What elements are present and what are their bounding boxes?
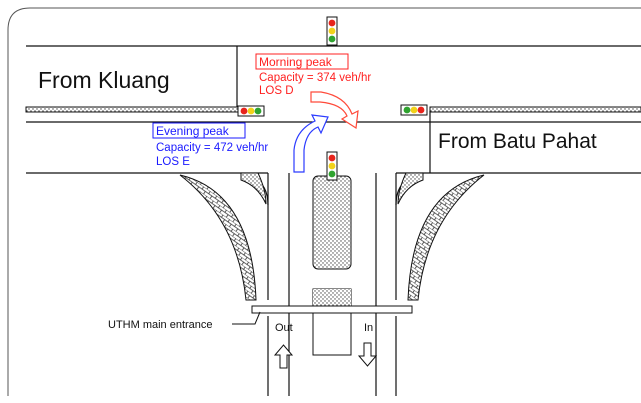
from-kluang-label: From Kluang <box>38 67 170 93</box>
out-arrow-up-icon <box>273 344 294 369</box>
entrance-gate <box>251 305 413 314</box>
center-island-lower-dots <box>313 289 351 309</box>
in-label: In <box>364 322 373 334</box>
traffic-light-top <box>326 16 338 46</box>
brick-shoulder-right <box>407 174 485 301</box>
in-arrow-down-icon <box>357 342 378 367</box>
kerb-island-left <box>240 172 267 205</box>
morning-peak-capacity: Capacity = 374 veh/hr <box>259 72 371 84</box>
traffic-light-left <box>237 105 265 117</box>
center-island-upper <box>312 175 352 270</box>
morning-peak-los: LOS D <box>259 85 294 97</box>
traffic-light-bottom <box>326 151 338 181</box>
morning-peak-arrow <box>310 91 359 130</box>
from-batu-pahat-label: From Batu Pahat <box>438 130 597 153</box>
morning-peak-title: Morning peak <box>259 55 333 69</box>
evening-peak-arrow <box>293 114 329 173</box>
traffic-light-right <box>400 104 428 116</box>
median-right <box>429 106 641 113</box>
brick-shoulder-left <box>179 174 257 301</box>
entrance-leader <box>232 311 261 325</box>
median-left <box>25 106 239 113</box>
evening-peak-los: LOS E <box>156 156 190 168</box>
morning-peak-title-box <box>255 53 349 70</box>
kerb-island-right <box>397 172 424 205</box>
evening-peak-capacity: Capacity = 472 veh/hr <box>156 142 268 154</box>
out-label: Out <box>275 322 293 334</box>
page-border <box>7 7 641 396</box>
main-road <box>26 45 641 174</box>
entrance-label: UTHM main entrance <box>108 319 213 331</box>
evening-peak-title-box <box>152 122 246 139</box>
evening-peak-title: Evening peak <box>156 124 230 138</box>
